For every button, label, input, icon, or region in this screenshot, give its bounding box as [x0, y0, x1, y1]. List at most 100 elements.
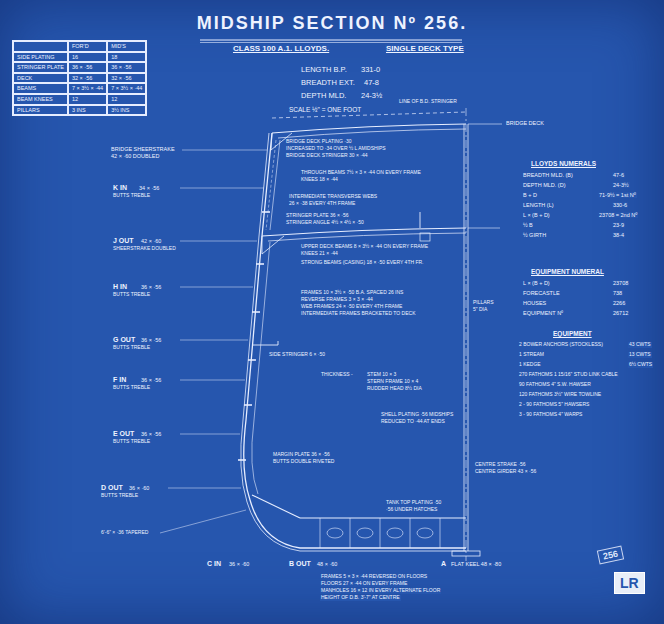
scantling-note: SHEERSTRAKE DOUBLED [112, 246, 177, 252]
table-cell: 12 [68, 94, 107, 105]
scantling-note: 13 CWTS [628, 352, 652, 358]
scantling-note: BUTTS TREBLE [112, 345, 151, 351]
table-cell: 32 × ·56 [107, 73, 146, 84]
scantling-note: 26712 [612, 310, 629, 316]
scantling-note: 48 × ·60 [316, 561, 338, 567]
scantling-note: 24-3½ [360, 92, 383, 101]
scantling-note: BUTTS DOUBLE RIVETED [272, 459, 335, 465]
table-cell: 7 × 3½ × ·44 [68, 83, 107, 94]
table-cell: STRINGER PLATE [13, 62, 68, 73]
scantling-note: BUTTS TREBLE [112, 292, 151, 298]
scantling-note: STEM 10 × 3 [366, 372, 397, 378]
scantling-note: 47-6 [612, 172, 625, 178]
scantling-note: 36 × ·56 [140, 431, 162, 437]
table-cell: 16 [68, 52, 107, 63]
scantling-note: 36 × ·60 [128, 485, 150, 491]
scantling-note: 270 FATHOMS 1 15/16" STUD LINK CABLE [518, 372, 619, 378]
scantling-note: 1 KEDGE [518, 362, 542, 368]
table-cell: 12 [107, 94, 146, 105]
scantling-note: BRIDGE DECK [505, 120, 545, 126]
table-cell: 3½ INS [107, 105, 146, 116]
table-cell: BEAMS [13, 83, 68, 94]
scantling-note: 38-4 [612, 232, 625, 238]
scantling-note: LINE OF B.D. STRINGER [398, 99, 458, 105]
scantling-note: 331-0 [360, 66, 381, 75]
scantling-note: BUTTS TREBLE [112, 439, 151, 445]
scantling-note: ½ B [522, 222, 534, 228]
section-heading: EQUIPMENT NUMERAL [530, 268, 605, 275]
strake-letter: J OUT [112, 237, 135, 245]
strake-letter: B OUT [288, 560, 312, 568]
scantling-note: L × (B + D) [522, 280, 551, 286]
scantling-note: L × (B + D) [522, 212, 551, 218]
scantling-note: STRINGER ANGLE 4½ × 4½ × ·50 [285, 220, 365, 226]
scantling-note: SCALE ½" = ONE FOOT [288, 106, 362, 113]
scantling-note: KNEES 21 × ·44 [300, 251, 339, 257]
scantling-note: 23-9 [612, 222, 625, 228]
scantling-note: BRIDGE DECK PLATING ·30 [285, 139, 352, 145]
scantling-note: 36 × ·56 [140, 284, 162, 290]
scantling-note: LENGTH B.P. [300, 66, 348, 75]
scantling-note: FRAMES 10 × 3½ × ·50 B.A. SPACED 26 INS [300, 290, 404, 296]
scantling-note: LENGTH (L) [522, 202, 555, 208]
table-cell: DECK [13, 73, 68, 84]
stamp-mark: 256 [597, 546, 624, 565]
table-cell: 32 × ·56 [68, 73, 107, 84]
strake-letter: H IN [112, 283, 128, 291]
strake-letter: G OUT [112, 336, 136, 344]
table-cell: MID'S [107, 41, 146, 52]
section-heading: CLASS 100 A.1. LLOYDS. [232, 44, 330, 53]
scantling-note: CENTRE STRAKE ·56 [474, 462, 527, 468]
scantling-note: 90 FATHOMS 4" S.W. HAWSER [518, 382, 592, 388]
strake-letter: A [440, 560, 447, 568]
table-cell: FOR'D [68, 41, 107, 52]
scantling-note: B + D [522, 192, 538, 198]
scantling-note: BRIDGE SHEERSTRAKE [110, 146, 176, 152]
scantling-note: THICKNESS - [320, 372, 354, 378]
scantling-note: 6½ CWTS [628, 362, 653, 368]
scantling-note: SIDE STRINGER 6 × ·50 [268, 352, 326, 358]
scantling-note: 330-6 [612, 202, 628, 208]
scantling-note: ·56 UNDER HATCHES [385, 507, 438, 513]
scantling-note: 2 BOWER ANCHORS (STOCKLESS) [518, 342, 604, 348]
scantling-note: DEPTH MLD. [300, 92, 347, 101]
register-logo: LR [614, 572, 645, 594]
table-cell: PILLARS [13, 105, 68, 116]
section-heading: LLOYDS NUMERALS [530, 160, 597, 167]
scantling-note: TANK TOP PLATING ·50 [385, 500, 442, 506]
scantling-note: BREADTH MLD. (B) [522, 172, 574, 178]
scantling-note: FRAMES 5 × 3 × ·44 REVERSED ON FLOORS [320, 574, 428, 580]
scantling-note: STERN FRAME 10 × 4 [366, 379, 419, 385]
scantling-note: BRIDGE DECK STRINGER 30 × ·44 [285, 153, 369, 159]
strake-letter: F IN [112, 376, 127, 384]
scantling-note: FORECASTLE [522, 290, 561, 296]
table-cell: 18 [107, 52, 146, 63]
strake-letter: K IN [112, 184, 128, 192]
scantling-note: MARGIN PLATE 36 × ·56 [272, 452, 331, 458]
scantling-note: 42 × ·60 DOUBLED [110, 153, 160, 159]
scantling-note: PILLARS [472, 300, 495, 306]
scantling-note: 24-3½ [612, 182, 630, 188]
table-corner [13, 41, 68, 52]
table-cell: 36 × ·56 [107, 62, 146, 73]
scantling-note: MANHOLES 16 × 12 IN EVERY ALTERNATE FLOO… [320, 588, 441, 594]
scantling-note: DEPTH MLD. (D) [522, 182, 566, 188]
strake-letter: D OUT [100, 484, 124, 492]
scantling-note: 36 × ·60 [228, 561, 250, 567]
scantling-note: 43 CWTS [628, 342, 652, 348]
scantling-note: STRINGER PLATE 36 × ·56 [285, 213, 350, 219]
scantling-note: 36 × ·56 [140, 337, 162, 343]
scantling-note: RUDDER HEAD 8½ DIA [366, 386, 423, 392]
scantling-note: FLAT KEEL 48 × ·80 [450, 561, 502, 567]
scantling-note: 23708 = 2nd Nº [598, 212, 638, 218]
scantling-note: INCREASED TO ·34 OVER ½ L AMIDSHIPS [285, 146, 387, 152]
scantling-note: 36 × ·56 [140, 377, 162, 383]
scantling-note: 738 [612, 290, 623, 296]
scantling-note: WEB FRAMES 24 × ·50 EVERY 4TH FRAME [300, 304, 403, 310]
scantling-note: BREADTH EXT. [300, 79, 356, 88]
scantling-note: CENTRE GIRDER 43 × ·56 [474, 469, 537, 475]
section-heading: SINGLE DECK TYPE [385, 44, 465, 53]
scantling-note: STRONG BEAMS (CASING) 18 × ·50 EVERY 4TH… [300, 260, 425, 266]
strake-letter: E OUT [112, 430, 135, 438]
scantling-note: EQUIPMENT Nº [522, 310, 564, 316]
